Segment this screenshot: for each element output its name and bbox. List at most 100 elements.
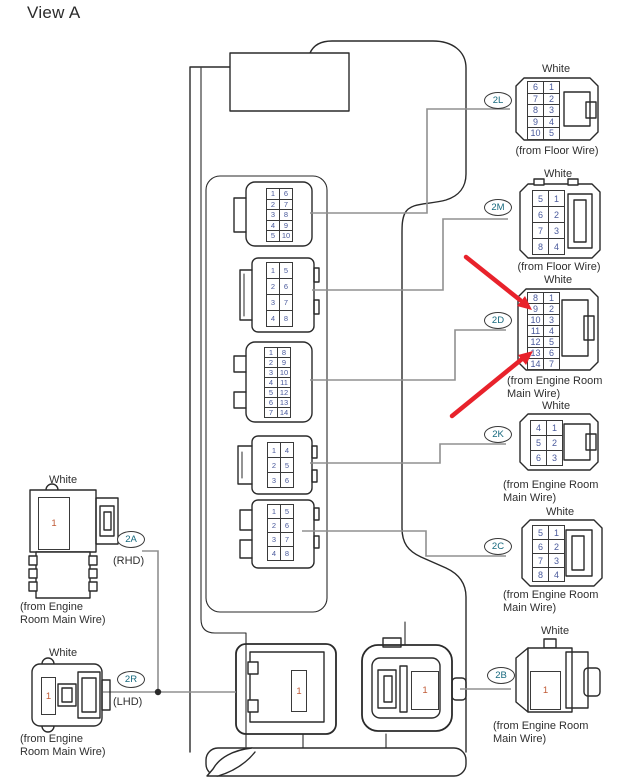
pin-cell-5: 5 [281,458,294,473]
pin-cell-4: 4 [265,378,278,388]
wire-2l [310,108,510,214]
pin-cell-2: 2 [544,93,560,105]
pin-cell-8: 8 [528,293,544,304]
caption-2a-line2: Room Main Wire) [20,613,106,626]
pin-cell-7: 7 [533,554,549,568]
pin-cell-13: 13 [278,398,291,408]
caption-2b-line1: (from Engine Room [493,720,589,732]
pin-cell-9: 9 [278,358,291,368]
pin-cell-6: 6 [281,473,294,488]
pin-cell-9: 9 [280,220,293,231]
wire-junction-dot [154,688,162,696]
pin-cell-2: 2 [267,279,280,295]
pin-2a: 1 [38,497,70,550]
caption-2c: (from Engine Room Main Wire) [503,589,613,614]
pin-cell-3: 3 [267,210,280,221]
pin-cell-3: 3 [265,368,278,378]
wire-2a [142,550,159,692]
color-label-2a: White [48,474,78,486]
pin-cell-5: 5 [267,231,280,242]
caption-2d: (from Engine Room Main Wire) [507,375,617,400]
caption-2d-line1: (from Engine Room [507,375,603,387]
pin-cell-1: 1 [544,82,560,94]
color-label-2d: White [543,274,573,286]
pin-cell-6: 6 [528,82,544,94]
variant-label-rhd: (RHD) [113,555,145,567]
pin-cell-5: 5 [265,388,278,398]
pin-cell-7: 7 [528,93,544,105]
pin-cell-3: 3 [549,554,565,568]
wire-2c [302,530,506,557]
pin-cell-5: 5 [533,191,549,207]
wire-2d [310,329,506,381]
color-label-2r: White [48,647,78,659]
pin-cell-4: 4 [531,421,547,436]
pin-cell-1: 1 [267,189,280,200]
pin-cell-4: 4 [267,311,280,327]
pin-cell-5: 5 [544,337,560,348]
connector-label-2c: 2C [484,538,512,555]
pin-cell-13: 13 [528,348,544,359]
pin-cell-2: 2 [547,436,563,451]
pin-cell-10: 10 [528,128,544,140]
caption-2k-line2: Main Wire) [503,491,557,504]
junction-box-outline [189,40,467,777]
pin-cell-6: 6 [533,540,549,554]
pin-cell-5: 5 [533,526,549,540]
pin-cell-11: 11 [528,326,544,337]
connector-label-2d: 2D [484,312,512,329]
caption-2d-line2: Main Wire) [507,387,561,400]
color-label-2l: White [541,63,571,75]
pin-cell-14: 14 [278,408,291,418]
bottom-connector-left [235,643,337,735]
pin-cell-6: 6 [531,451,547,466]
pin-cell-4: 4 [268,547,281,561]
pin-cell-8: 8 [280,311,293,327]
pin-cell-2: 2 [268,519,281,533]
connector-label-2a: 2A [117,531,145,548]
color-label-2m: White [543,168,573,180]
pin-cell-4: 4 [544,116,560,128]
pin-cell-3: 3 [549,223,565,239]
connector-label-2b: 2B [487,667,515,684]
pin-cell-7: 7 [280,295,293,311]
variant-label-lhd: (LHD) [113,696,143,708]
pin-cell-7: 7 [280,199,293,210]
pin-cell-6: 6 [265,398,278,408]
pin-cell-4: 4 [267,220,280,231]
pin-cell-8: 8 [280,210,293,221]
connector-label-2k: 2K [484,426,512,443]
pin-cell-8: 8 [278,348,291,358]
pin-cell-3: 3 [547,451,563,466]
pin-cell-1: 1 [549,526,565,540]
pin-cell-4: 4 [544,326,560,337]
pin-cell-6: 6 [544,348,560,359]
pin-cell-1: 1 [549,191,565,207]
pin-cell-1: 1 [267,263,280,279]
pin-cell-6: 6 [280,279,293,295]
pin-cell-4: 4 [549,239,565,255]
caption-2k: (from Engine Room Main Wire) [503,479,613,504]
caption-2c-line1: (from Engine Room [503,589,599,601]
pin-cell-10: 10 [280,231,293,242]
pin-cell-12: 12 [278,388,291,398]
pin-cell-1: 1 [547,421,563,436]
connector-label-2m: 2M [484,199,512,216]
pin-cell-2: 2 [267,199,280,210]
caption-2a: (from Engine Room Main Wire) [20,601,120,626]
pin-cell-14: 14 [528,359,544,370]
pin-cell-3: 3 [268,533,281,547]
pin-cell-5: 5 [544,128,560,140]
caption-2l: (from Floor Wire) [515,145,599,157]
color-label-2b: White [540,625,570,637]
pin-cell-2: 2 [549,207,565,223]
pin-cell-6: 6 [280,189,293,200]
wires [103,108,511,693]
